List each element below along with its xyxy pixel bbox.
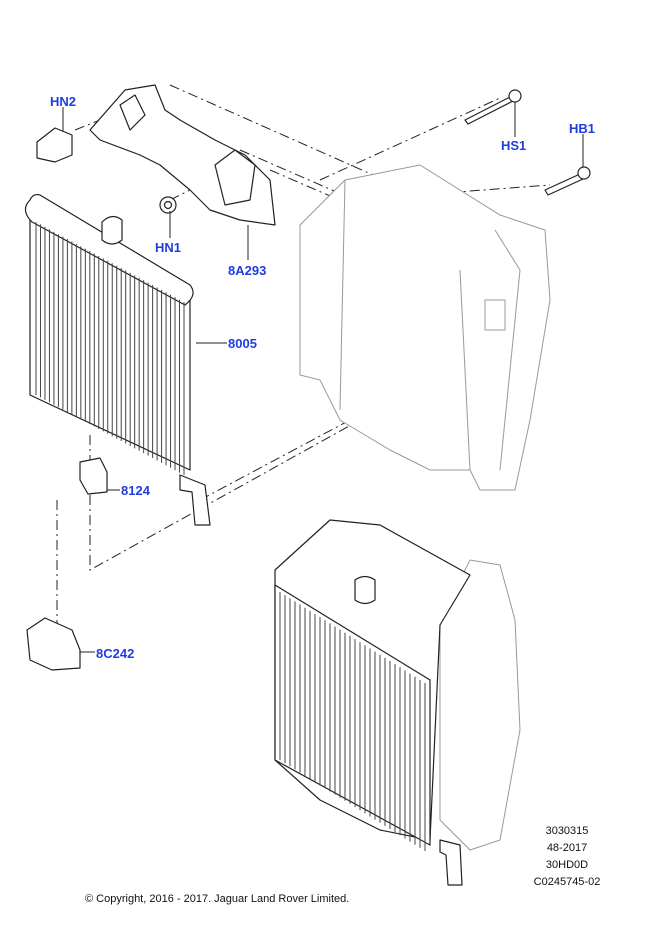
clip-hn2 (36, 127, 73, 163)
fan-shroud (299, 164, 551, 491)
assembled-view (274, 519, 521, 886)
callout-8a293[interactable]: 8A293 (228, 263, 266, 278)
callout-hn2[interactable]: HN2 (50, 94, 76, 109)
screw-hs1 (464, 89, 522, 125)
lower-mount-8c242 (26, 617, 81, 671)
nut-hn1 (159, 196, 177, 214)
callout-8124[interactable]: 8124 (121, 483, 151, 498)
callout-hb1[interactable]: HB1 (569, 121, 595, 136)
bolt-hb1 (544, 166, 591, 196)
upper-mounting-bracket (89, 84, 276, 226)
callout-hs1[interactable]: HS1 (501, 138, 526, 153)
stamp-line-4: C0245745-02 (534, 876, 601, 888)
stamp-line-2: 48-2017 (547, 842, 587, 854)
callout-hn1[interactable]: HN1 (155, 240, 181, 255)
callout-leaders (62, 102, 584, 653)
callout-8c242[interactable]: 8C242 (96, 646, 134, 661)
radiator (24, 193, 211, 526)
stamp-line-3: 30HD0D (546, 859, 588, 871)
copyright-notice: © Copyright, 2016 - 2017. Jaguar Land Ro… (85, 893, 349, 905)
stamp-line-1: 3030315 (546, 825, 589, 837)
callout-8005[interactable]: 8005 (228, 336, 257, 351)
